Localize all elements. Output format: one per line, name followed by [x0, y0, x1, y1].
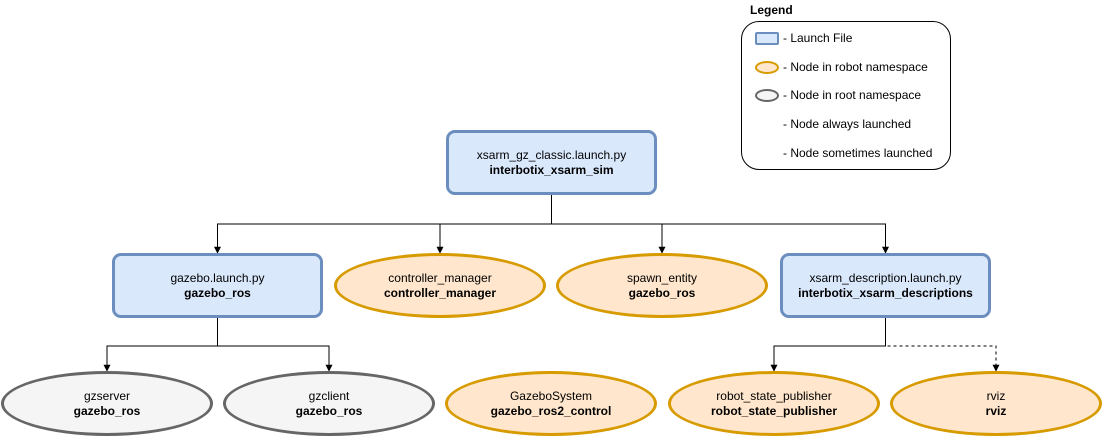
- node-package: rviz: [985, 403, 1007, 418]
- node-package: gazebo_ros: [184, 285, 251, 300]
- node-name: spawn_entity: [626, 270, 698, 285]
- launch-file-swatch-icon: [755, 31, 779, 45]
- node-package: robot_state_publisher: [710, 403, 838, 418]
- node-gzclient[interactable]: gzclient gazebo_ros: [223, 371, 435, 436]
- node-package: gazebo_ros: [295, 403, 363, 418]
- legend-label: - Node in root namespace: [783, 88, 922, 102]
- node-name: xsarm_description.launch.py: [809, 270, 962, 285]
- solid-arrow-icon: [755, 117, 779, 131]
- node-package: gazebo_ros2_control: [490, 403, 612, 418]
- node-spawn-entity[interactable]: spawn_entity gazebo_ros: [556, 253, 768, 318]
- edges-layer: [103, 195, 1000, 372]
- node-name: robot_state_publisher: [716, 388, 832, 403]
- legend-label: - Node always launched: [783, 117, 912, 131]
- legend-label: - Node in robot namespace: [783, 60, 928, 74]
- edge-xsarm_gz_classic-to-controller_manager: [436, 195, 552, 254]
- node-gazebo-launch[interactable]: gazebo.launch.py gazebo_ros: [112, 253, 323, 318]
- node-xsarm-gz-classic-launch[interactable]: xsarm_gz_classic.launch.py interbotix_xs…: [446, 130, 657, 195]
- node-name: controller_manager: [388, 270, 492, 285]
- node-package: controller_manager: [383, 285, 497, 300]
- edge-gazebo_launch-to-gzserver: [103, 318, 218, 372]
- node-name: rviz: [986, 388, 1006, 403]
- node-name: gzclient: [308, 388, 350, 403]
- edge-gazebo_launch-to-gzclient: [217, 318, 333, 372]
- node-package: gazebo_ros: [73, 403, 141, 418]
- robot-namespace-swatch-icon: [755, 60, 779, 74]
- node-gzserver[interactable]: gzserver gazebo_ros: [1, 371, 213, 436]
- node-rviz[interactable]: rviz rviz: [890, 371, 1102, 436]
- node-name: gazebo.launch.py: [170, 270, 265, 285]
- node-controller-manager[interactable]: controller_manager controller_manager: [334, 253, 546, 318]
- edge-xsarm_description-to-robot_state_publisher: [770, 318, 886, 372]
- legend-item-robot-namespace: - Node in robot namespace: [755, 58, 928, 76]
- node-name: GazeboSystem: [509, 388, 593, 403]
- legend-label: - Node sometimes launched: [783, 146, 933, 160]
- legend-item-sometimes-launched: - Node sometimes launched: [755, 144, 932, 162]
- root-namespace-swatch-icon: [755, 88, 779, 102]
- legend-item-always-launched: - Node always launched: [755, 115, 911, 133]
- node-package: interbotix_xsarm_descriptions: [798, 285, 973, 300]
- node-gazebo-system[interactable]: GazeboSystem gazebo_ros2_control: [445, 371, 657, 436]
- edge-xsarm_description-to-rviz: [885, 318, 1000, 372]
- dashed-arrow-icon: [755, 146, 779, 160]
- legend-title: Legend: [750, 3, 793, 17]
- legend-label: - Launch File: [783, 31, 853, 45]
- node-name: gzserver: [83, 388, 130, 403]
- node-xsarm-description-launch[interactable]: xsarm_description.launch.py interbotix_x…: [780, 253, 991, 318]
- legend-item-launch-file: - Launch File: [755, 29, 852, 47]
- node-package: gazebo_ros: [628, 285, 696, 300]
- node-package: interbotix_xsarm_sim: [489, 162, 614, 177]
- node-name: xsarm_gz_classic.launch.py: [476, 147, 627, 162]
- legend-item-root-namespace: - Node in root namespace: [755, 86, 921, 104]
- node-robot-state-publisher[interactable]: robot_state_publisher robot_state_publis…: [668, 371, 880, 436]
- edge-xsarm_gz_classic-to-xsarm_description: [551, 195, 889, 254]
